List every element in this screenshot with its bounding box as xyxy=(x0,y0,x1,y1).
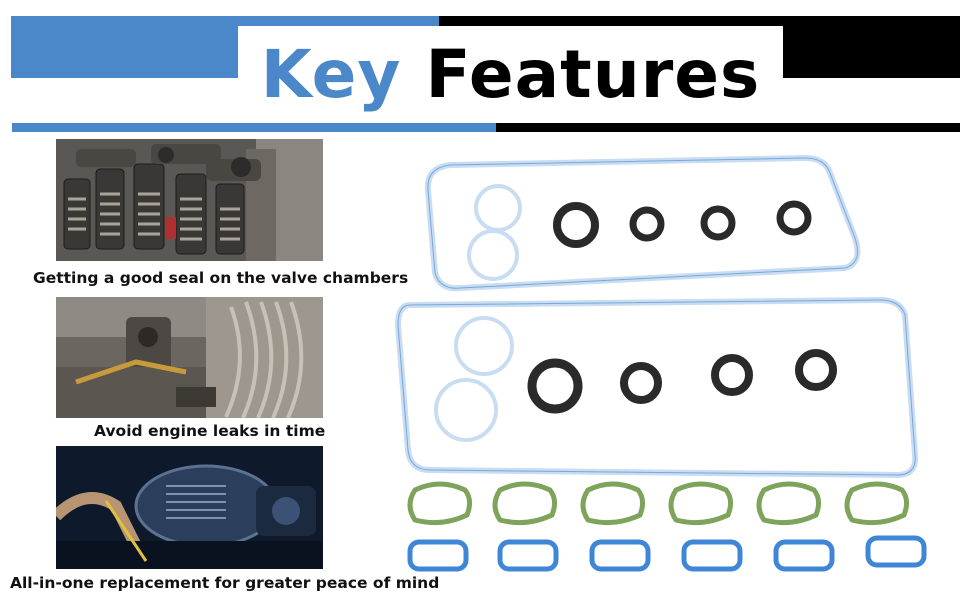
green-intake-gasket-1 xyxy=(407,481,473,526)
green-intake-gasket-3 xyxy=(580,481,646,526)
feature-caption-leaks: Avoid engine leaks in time xyxy=(94,422,326,440)
header-title-box: Key Features xyxy=(238,26,783,122)
blue-intake-gasket-4 xyxy=(681,539,743,572)
valve-chamber-photo xyxy=(56,139,323,261)
blue-intake-gasket-3 xyxy=(589,539,651,572)
blue-intake-gasket-5 xyxy=(773,539,835,572)
blue-intake-gasket-2 xyxy=(497,539,559,572)
feature-caption-valve-seal: Getting a good seal on the valve chamber… xyxy=(33,269,409,287)
gasket-set-illustration xyxy=(380,150,940,584)
page-title: Key Features xyxy=(261,36,761,113)
upper-valve-cover-gasket xyxy=(424,154,861,292)
green-intake-gasket-2 xyxy=(492,481,558,526)
engine-bay-photo xyxy=(56,446,323,569)
header-underline-black xyxy=(496,123,960,132)
header-underline-blue xyxy=(12,123,496,132)
blue-intake-gasket-6 xyxy=(865,535,927,568)
green-intake-gasket-6 xyxy=(844,481,910,526)
engine-block-photo xyxy=(56,297,323,418)
blue-intake-gasket-1 xyxy=(407,539,469,572)
green-intake-gasket-5 xyxy=(756,481,822,526)
title-word-key: Key xyxy=(260,35,402,113)
feature-caption-all-in-one: All-in-one replacement for greater peace… xyxy=(10,574,440,592)
title-word-features: Features xyxy=(425,35,761,113)
green-intake-gasket-4 xyxy=(668,481,734,526)
